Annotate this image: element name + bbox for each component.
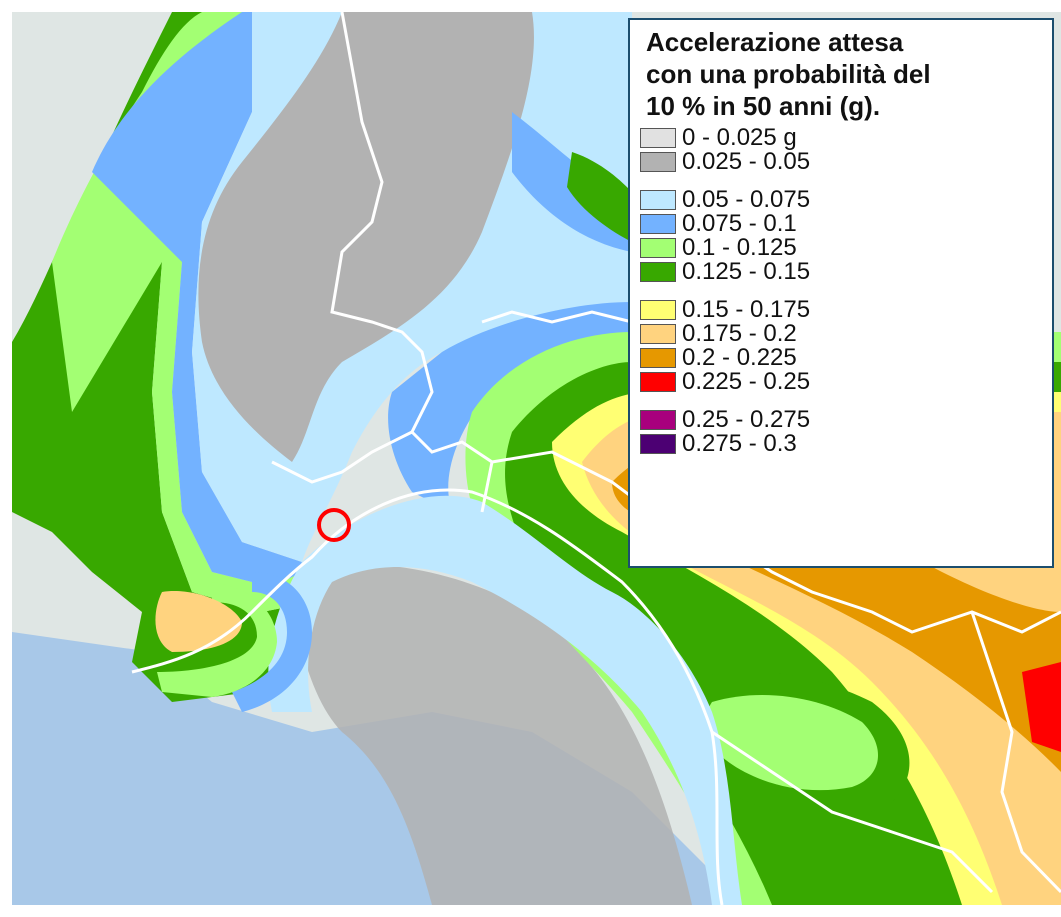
legend-item: 0.125 - 0.15: [640, 260, 1052, 284]
legend-swatch: [640, 190, 676, 210]
regional-border-6: [970, 611, 1061, 894]
zone-interior-light-green: [705, 694, 879, 791]
legend-item: 0.175 - 0.2: [640, 322, 1052, 346]
legend-item: 0.05 - 0.075: [640, 188, 1052, 212]
legend-label: 0.175 - 0.2: [682, 320, 797, 347]
legend-swatch: [640, 152, 676, 172]
regional-border-1: [330, 12, 494, 513]
zone-north-green: [567, 152, 632, 242]
legend-label: 0 - 0.025 g: [682, 124, 797, 151]
legend-item: 0.15 - 0.175: [640, 298, 1052, 322]
legend-swatch: [640, 300, 676, 320]
legend-panel: Accelerazione attesa con una probabilità…: [628, 18, 1054, 568]
legend-item: 0.225 - 0.25: [640, 370, 1052, 394]
zone-coastal-light-blue: [268, 495, 742, 905]
zone-coast-arc-green: [157, 582, 277, 697]
legend-label: 0.1 - 0.125: [682, 234, 797, 261]
legend-label: 0.075 - 0.1: [682, 210, 797, 237]
legend-label: 0.15 - 0.175: [682, 296, 811, 323]
legend-swatch: [640, 410, 676, 430]
legend-label: 0.025 - 0.05: [682, 148, 811, 175]
regional-border-5: [711, 730, 994, 894]
legend-label: 0.05 - 0.075: [682, 186, 811, 213]
legend-item: 0 - 0.025 g: [640, 126, 1052, 150]
legend-label: 0.2 - 0.225: [682, 344, 797, 371]
legend-title-line: 10 % in 50 anni (g).: [646, 91, 881, 121]
legend-title: Accelerazione attesa con una probabilità…: [646, 26, 1052, 122]
zone-gray: [198, 12, 534, 462]
zone-coast-arc-blue: [232, 572, 312, 712]
legend-swatch: [640, 128, 676, 148]
regional-border-2: [271, 430, 413, 484]
legend-item: 0.25 - 0.275: [640, 408, 1052, 432]
legend-label: 0.125 - 0.15: [682, 258, 811, 285]
legend-swatch: [640, 434, 676, 454]
legend-item: 0.075 - 0.1: [640, 212, 1052, 236]
zone-west-dark-green: [12, 12, 312, 702]
legend-label: 0.25 - 0.275: [682, 406, 811, 433]
legend-item: 0.1 - 0.125: [640, 236, 1052, 260]
legend-item: 0.275 - 0.3: [640, 432, 1052, 456]
legend-label: 0.225 - 0.25: [682, 368, 811, 395]
legend-swatch: [640, 372, 676, 392]
legend-swatch: [640, 238, 676, 258]
legend-swatch: [640, 214, 676, 234]
legend-label: 0.275 - 0.3: [682, 430, 797, 457]
zone-east-red: [1022, 662, 1061, 752]
legend-title-line: Accelerazione attesa: [646, 27, 904, 57]
sea-gray-zone: [292, 564, 692, 905]
zone-west-blue: [92, 12, 322, 602]
location-marker-icon: [317, 508, 351, 542]
legend-item: 0.2 - 0.225: [640, 346, 1052, 370]
legend-swatch: [640, 348, 676, 368]
legend-swatch: [640, 262, 676, 282]
regional-border-3: [481, 310, 633, 324]
legend-item: 0.025 - 0.05: [640, 150, 1052, 174]
legend-swatch: [640, 324, 676, 344]
regional-border-4: [491, 450, 1061, 634]
legend-title-line: con una probabilità del: [646, 59, 931, 89]
